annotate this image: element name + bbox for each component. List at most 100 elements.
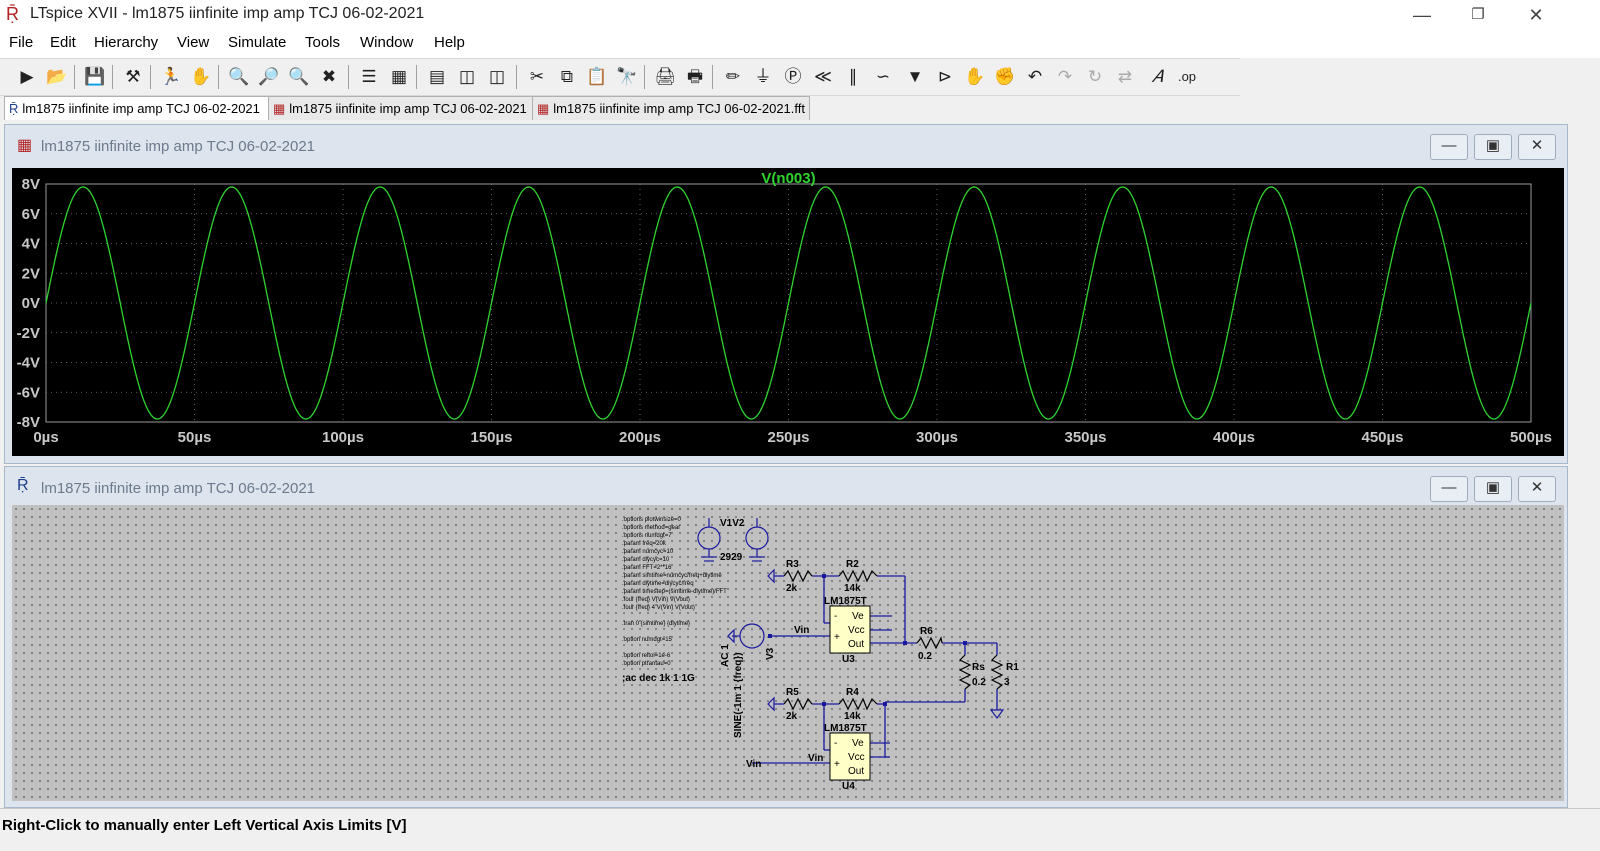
inductor-icon[interactable]: ∽ <box>875 67 891 86</box>
halt-hand-icon[interactable]: ✋ <box>190 67 212 86</box>
y-tick-label: 8V <box>22 176 40 193</box>
cascade-icon[interactable]: ◫ <box>458 67 476 86</box>
plot-maximize-button[interactable]: ▣ <box>1474 134 1512 160</box>
spice-directive-line: ;ac dec 1k 1 1G <box>622 673 695 684</box>
move-hand-icon[interactable]: ✋ <box>964 67 986 86</box>
r3-name: R3 <box>786 559 799 570</box>
tab-fft[interactable]: ▦lm1875 iinfinite imp amp TCJ 06-02-2021… <box>532 96 810 120</box>
r3-value: 2k <box>786 583 798 594</box>
voltage-source-v3[interactable] <box>727 623 765 649</box>
r1-name: R1 <box>1006 662 1019 673</box>
grid-icon[interactable]: ▦ <box>390 67 408 86</box>
tab-fft-label: lm1875 iinfinite imp amp TCJ 06-02-2021.… <box>553 101 806 116</box>
run-icon[interactable]: 🏃 <box>160 67 182 86</box>
rotate-icon[interactable]: ↻ <box>1087 67 1103 86</box>
cut-icon[interactable]: ✂ <box>529 67 545 86</box>
u4-pin-vcc: Vcc <box>848 752 865 763</box>
tab-waveform[interactable]: ▦lm1875 iinfinite imp amp TCJ 06-02-2021 <box>268 96 536 120</box>
x-tick-label: 500µs <box>1510 429 1552 446</box>
copy-icon[interactable]: ⧉ <box>560 67 574 86</box>
u3-pin-ve: Ve <box>852 611 864 622</box>
sine-label: SINE(-1m 1 {freq}) <box>733 652 744 738</box>
menu-hierarchy[interactable]: Hierarchy <box>94 34 159 51</box>
plot-window-title: lm1875 iinfinite imp amp TCJ 06-02-2021 <box>41 138 316 155</box>
menu-view[interactable]: View <box>177 34 210 51</box>
waveform-icon: ▦ <box>17 137 33 154</box>
y-tick-label: 2V <box>22 265 40 282</box>
resistor-icon[interactable]: ≪ <box>814 67 832 86</box>
schematic-close-button[interactable]: ✕ <box>1518 476 1556 502</box>
spice-directive-line: .four {freq} 4 V(Vin) V(Vout) <box>622 605 695 611</box>
x-tick-label: 50µs <box>178 429 212 446</box>
print-setup-icon[interactable]: 🖶 <box>686 67 704 86</box>
spice-directive-line: .options method=gear <box>622 525 680 531</box>
paste-icon[interactable]: 📋 <box>586 67 608 86</box>
tile-horizontal-icon[interactable]: ▤ <box>428 67 446 86</box>
zoom-in-icon[interactable]: 🔍 <box>228 67 250 86</box>
y-tick-label: -6V <box>17 384 40 401</box>
draw-wire-icon[interactable]: ✏ <box>725 67 741 86</box>
close-button[interactable]: ✕ <box>1528 5 1544 25</box>
r2-value: 14k <box>844 583 861 594</box>
component-icon[interactable]: ⊳ <box>937 67 953 86</box>
r1-value: 3 <box>1004 677 1010 688</box>
zoom-out-icon[interactable]: 🔍 <box>288 67 310 86</box>
u4-pin-out: Out <box>848 766 864 777</box>
diode-icon[interactable]: ▼ <box>906 67 924 86</box>
mirror-icon[interactable]: ⇄ <box>1117 67 1133 86</box>
undo-icon[interactable]: ↶ <box>1027 67 1043 86</box>
u3-pin-out: Out <box>848 639 864 650</box>
ground-icon[interactable]: ⏚ <box>754 67 772 86</box>
menu-help[interactable]: Help <box>434 34 465 51</box>
r4-value: 14k <box>844 711 861 722</box>
y-tick-label: -2V <box>17 325 40 342</box>
spice-directive-icon[interactable]: .op <box>1177 69 1197 84</box>
rs-value: 0.2 <box>972 677 986 688</box>
save-icon[interactable]: 💾 <box>84 67 106 86</box>
find-icon[interactable]: 🔭 <box>616 67 638 86</box>
capacitor-icon[interactable]: ∥ <box>848 67 858 86</box>
menu-tools[interactable]: Tools <box>305 34 341 51</box>
control-panel-icon[interactable]: ⚒ <box>125 67 141 86</box>
waveform-icon: ▦ <box>273 101 286 116</box>
autorange-icon[interactable]: ☰ <box>361 67 377 86</box>
voltage-source-v1v2[interactable] <box>697 518 769 562</box>
opamp-u3[interactable] <box>829 605 871 654</box>
schematic-minimize-button[interactable]: — <box>1430 476 1468 502</box>
spice-directives[interactable]: .options plotwinsize=0 .options method=ge… <box>622 517 727 684</box>
menu-edit[interactable]: Edit <box>50 34 76 51</box>
zoom-fit-icon[interactable]: ✖ <box>321 67 337 86</box>
status-bar: Right-Click to manually enter Left Verti… <box>0 808 1600 851</box>
plot-close-button[interactable]: ✕ <box>1518 134 1556 160</box>
resistors[interactable] <box>783 569 1004 711</box>
u4-pin-minus: - <box>834 738 837 749</box>
schematic-canvas[interactable]: .options plotwinsize=0 .options method=ge… <box>12 505 1564 801</box>
pan-icon[interactable]: 🔎 <box>258 67 280 86</box>
drag-hand-icon[interactable]: ✊ <box>994 67 1016 86</box>
schematic-maximize-button[interactable]: ▣ <box>1474 476 1512 502</box>
menu-window[interactable]: Window <box>360 34 414 51</box>
print-icon[interactable]: 🖨 <box>654 67 676 86</box>
minimize-button[interactable]: — <box>1413 5 1431 25</box>
tab-schematic-label: lm1875 iinfinite imp amp TCJ 06-02-2021 <box>22 101 260 116</box>
label-net-icon[interactable]: Ⓟ <box>784 67 802 86</box>
plot-minimize-button[interactable]: — <box>1430 134 1468 160</box>
text-icon[interactable]: 𝐴 <box>1151 67 1163 86</box>
window-title: LTspice XVII - lm1875 iinfinite imp amp … <box>30 5 425 22</box>
menu-simulate[interactable]: Simulate <box>228 34 287 51</box>
new-schematic-icon[interactable]: ▶ <box>20 67 34 86</box>
menu-file[interactable]: File <box>9 34 34 51</box>
opamp-u4[interactable] <box>829 732 871 781</box>
open-folder-icon[interactable]: 📂 <box>46 67 68 86</box>
ltspice-app-icon: Ṝ <box>6 4 19 24</box>
spice-directive-line: .options plotwinsize=0 <box>622 517 682 523</box>
redo-icon[interactable]: ↷ <box>1057 67 1073 86</box>
vin-label-u4: Vin <box>808 753 823 764</box>
tile-vertical-icon[interactable]: ◫ <box>488 67 506 86</box>
restore-button[interactable]: ❐ <box>1471 6 1485 23</box>
x-tick-label: 400µs <box>1213 429 1255 446</box>
tab-waveform-label: lm1875 iinfinite imp amp TCJ 06-02-2021 <box>289 101 527 116</box>
